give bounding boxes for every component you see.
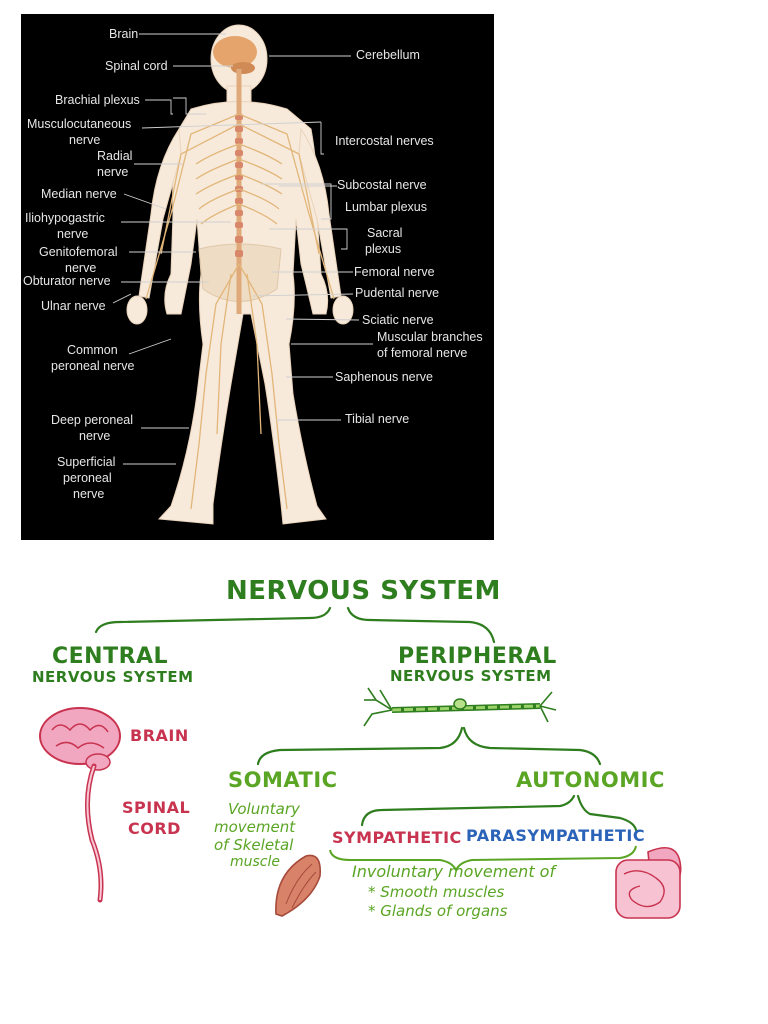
label-superficial-peroneal-nerve-3: nerve <box>73 487 105 501</box>
label-superficial-peroneal-nerve-2: peroneal <box>63 471 112 485</box>
label-iliohypogastric-nerve: Iliohypogastric <box>25 211 105 225</box>
peripheral-subheading: NERVOUS SYSTEM <box>390 667 552 685</box>
skeletal-muscle-drawing <box>275 854 322 917</box>
label-muscular-branches-2: of femoral nerve <box>377 346 468 360</box>
label-intercostal-nerves: Intercostal nerves <box>335 134 434 148</box>
label-superficial-peroneal-nerve: Superficial <box>57 455 116 469</box>
label-sacral-plexus: Sacral <box>367 226 403 240</box>
label-genitofemoral-nerve: Genitofemoral <box>39 245 118 259</box>
label-median-nerve: Median nerve <box>41 187 117 201</box>
somatic-note-line-1: Voluntary <box>228 800 300 818</box>
autonomic-heading: AUTONOMIC <box>516 768 665 792</box>
brain-drawing <box>213 36 257 68</box>
brace-line <box>329 845 637 873</box>
label-deep-peroneal-nerve: Deep peroneal <box>51 413 134 427</box>
label-lumbar-plexus: Lumbar plexus <box>345 200 427 214</box>
label-common-peroneal-nerve-2: peroneal nerve <box>51 359 135 373</box>
central-heading: CENTRAL <box>52 644 169 669</box>
label-tibial-nerve: Tibial nerve <box>345 412 410 426</box>
central-subheading: NERVOUS SYSTEM <box>32 668 194 686</box>
chart-connectors <box>39 606 682 919</box>
label-musculocutaneous-nerve-2: nerve <box>69 133 101 147</box>
label-common-peroneal-nerve: Common <box>67 343 118 357</box>
label-muscular-branches: Muscular branches <box>377 330 483 344</box>
body-silhouette <box>112 24 373 525</box>
peripheral-heading: PERIPHERAL <box>398 644 557 669</box>
brain-label: BRAIN <box>130 726 189 745</box>
brain-spinal-cord-drawing <box>39 707 121 903</box>
label-cerebellum: Cerebellum <box>356 48 420 62</box>
label-sacral-plexus-2: plexus <box>365 242 402 256</box>
label-radial-nerve-2: nerve <box>97 165 129 179</box>
autonomic-note-line-3: * Glands of organs <box>368 902 508 920</box>
somatic-note-line-2: movement <box>214 818 296 836</box>
somatic-note-line-4: muscle <box>230 854 281 870</box>
label-genitofemoral-nerve-2: nerve <box>65 261 97 275</box>
spinal-cord-label-2: CORD <box>128 819 181 838</box>
intestine-organs-drawing <box>615 846 682 919</box>
nervous-system-classification-chart: NERVOUS SYSTEM CENTRAL NERVOUS SYSTEM BR… <box>0 560 768 960</box>
nervous-system-anatomy-figure: Brain Spinal cord Brachial plexus Muscul… <box>21 14 494 540</box>
label-saphenous-nerve: Saphenous nerve <box>335 370 433 384</box>
somatic-heading: SOMATIC <box>228 768 338 792</box>
label-spinal-cord: Spinal cord <box>105 59 168 73</box>
chart-title: NERVOUS SYSTEM <box>226 576 501 606</box>
label-sciatic-nerve: Sciatic nerve <box>362 313 434 327</box>
label-musculocutaneous-nerve: Musculocutaneous <box>27 117 132 131</box>
autonomic-note-line-2: * Smooth muscles <box>368 883 505 901</box>
label-iliohypogastric-nerve-2: nerve <box>57 227 89 241</box>
neuron-drawing <box>363 687 557 727</box>
label-radial-nerve: Radial <box>97 149 133 163</box>
label-pudental-nerve: Pudental nerve <box>355 286 440 300</box>
label-brachial-plexus: Brachial plexus <box>55 93 140 107</box>
label-deep-peroneal-nerve-2: nerve <box>79 429 111 443</box>
label-subcostal-nerve: Subcostal nerve <box>337 178 427 192</box>
label-brain: Brain <box>109 27 139 41</box>
label-femoral-nerve: Femoral nerve <box>354 265 435 279</box>
sympathetic-label: SYMPATHETIC <box>332 828 462 847</box>
label-obturator-nerve: Obturator nerve <box>23 274 111 288</box>
parasympathetic-label: PARASYMPATHETIC <box>466 826 646 845</box>
autonomic-note-line-1: Involuntary movement of <box>352 862 556 881</box>
somatic-note-line-3: of Skeletal <box>214 836 294 854</box>
spinal-cord-label: SPINAL <box>122 798 191 817</box>
label-ulnar-nerve: Ulnar nerve <box>41 299 106 313</box>
